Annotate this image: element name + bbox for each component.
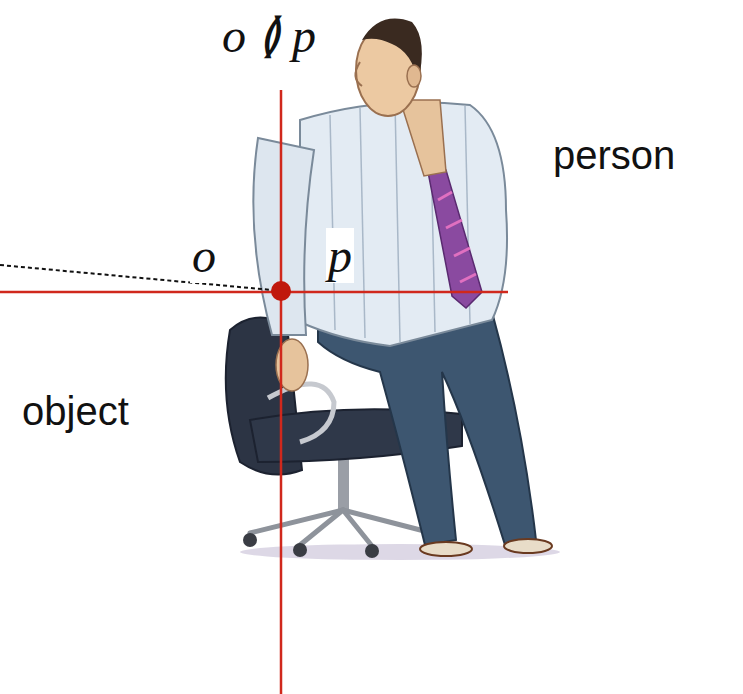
dashed-leader bbox=[0, 265, 272, 290]
contact-dot bbox=[271, 281, 291, 301]
person-point-label: p bbox=[326, 228, 354, 283]
person-label: person bbox=[553, 132, 675, 178]
object-point-label: o bbox=[190, 228, 218, 283]
vertical-axis bbox=[280, 90, 283, 694]
horizontal-axis bbox=[0, 291, 508, 294]
object-label: object bbox=[22, 388, 129, 434]
relation-symbol: o ≬ p bbox=[222, 8, 316, 63]
